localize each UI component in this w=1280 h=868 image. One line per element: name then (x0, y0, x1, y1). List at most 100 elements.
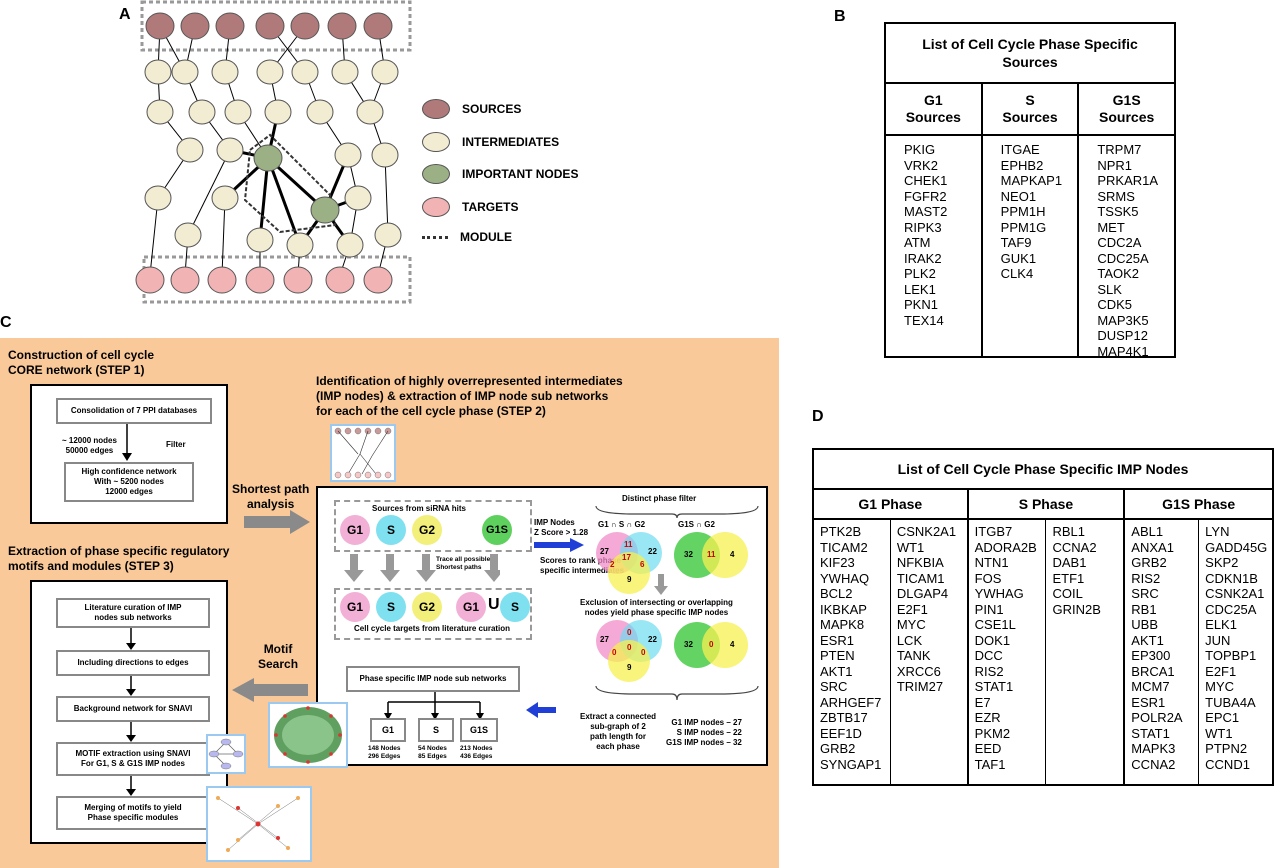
gene-name: VRK2 (904, 157, 938, 173)
motif-thumbnail (206, 734, 246, 774)
venn1-g2-circle (608, 552, 650, 594)
gene-name: PKM2 (974, 725, 1011, 741)
gene-name: DLGAP4 (896, 586, 949, 601)
venn1-num: 22 (648, 547, 657, 556)
gene-name: ITGAE (1000, 142, 1040, 157)
gene-name: TEX14 (904, 312, 944, 328)
venn3-g2-circle (608, 640, 650, 682)
venn2-num: 4 (730, 550, 735, 559)
subnet-g1s-box: G1S (460, 718, 498, 742)
gene-name: CDK5 (1097, 297, 1133, 312)
step1-arrow-icon (122, 424, 132, 461)
module-outline (243, 133, 337, 234)
gene-name: EEF1D (820, 725, 862, 741)
gene-name: SYNGAP1 (820, 756, 882, 772)
gene-name: TANK (896, 648, 931, 663)
gene-name: GRB2 (820, 741, 856, 756)
intermediates-swatch-icon (422, 132, 450, 152)
gene-name: IKBKAP (820, 601, 867, 617)
venn2-title: G1S ∩ G2 (678, 520, 715, 529)
gene-name: E2F1 (896, 601, 928, 617)
sources-table-header: G1 Sources S Sources G1S Sources (886, 84, 1174, 136)
header-s-phase: S Phase (966, 490, 1124, 518)
step3-box-motif: MOTIF extraction using SNAVI For G1, S &… (56, 742, 210, 776)
gene-name: IRAK2 (904, 250, 942, 266)
module-thumbnail (206, 786, 312, 862)
legend-label: IMPORTANT NODES (462, 167, 579, 181)
imp-nodes-arrow-icon (534, 538, 584, 552)
subnet-s-stats: 54 Nodes 85 Edges (418, 745, 447, 760)
gene-name: STAT1 (974, 679, 1014, 694)
venn1-title: G1 ∩ S ∩ G2 (598, 520, 646, 529)
header-g1-phase: G1 Phase (858, 496, 923, 512)
gene-name: WT1 (896, 539, 925, 555)
exclusion-arrow-icon (654, 574, 668, 595)
gene-name: POLR2A (1131, 710, 1183, 725)
legend-sources: SOURCES (422, 99, 521, 119)
source-circle-s: S (376, 515, 406, 545)
gene-name: TRIM27 (896, 679, 944, 694)
header-s-sources: S Sources (980, 84, 1078, 134)
gene-name: RB1 (1131, 601, 1157, 617)
motif-search-label: Motif Search (258, 642, 299, 671)
sources-table: List of Cell Cycle Phase Specific Source… (884, 22, 1176, 359)
gene-name: BRCA1 (1131, 663, 1175, 679)
panel-d-label: D (812, 408, 824, 425)
gene-name: TICAM2 (820, 539, 868, 555)
header-g1-sources: G1 Sources (905, 92, 961, 125)
subnet-title-box: Phase specific IMP node sub networks (346, 666, 520, 692)
gene-name: SKP2 (1205, 555, 1239, 570)
gene-name: ELK1 (1205, 617, 1237, 632)
gene-name: TSSK5 (1097, 204, 1139, 219)
venn3-num: 22 (648, 635, 657, 644)
gene-name: CHEK1 (904, 173, 948, 188)
legend-label: INTERMEDIATES (462, 135, 560, 149)
step2-title: Identification of highly overrepresented… (316, 374, 623, 418)
gene-name: ITGB7 (974, 524, 1013, 539)
gene-name: NPR1 (1097, 157, 1133, 173)
venn3-num: 9 (627, 663, 632, 672)
step1-node-counts: ~ 12000 nodes 50000 edges (62, 436, 117, 455)
extract-arrow-icon (526, 702, 556, 718)
legend-label: TARGETS (462, 200, 519, 214)
venn1-num: 9 (627, 575, 632, 584)
step1-high-confidence-box: High confidence network With ~ 5200 node… (64, 462, 194, 502)
gene-name: PIN1 (974, 601, 1004, 617)
venn4-g2-circle (702, 622, 748, 668)
gene-name: GRB2 (1131, 555, 1167, 570)
subnet-g1-box: G1 (370, 718, 406, 742)
gene-name: CDC25A (1205, 601, 1257, 617)
distinct-filter-brace (595, 505, 759, 519)
extract-label: Extract a connected sub-graph of 2 path … (580, 712, 657, 751)
imp-nodes-table-header: G1 Phase S Phase G1S Phase (814, 490, 1272, 520)
source-circle-g1s: G1S (482, 515, 512, 545)
union-symbol: U (488, 596, 500, 613)
gene-name: STAT1 (1131, 725, 1170, 741)
gene-name: FGFR2 (904, 188, 947, 204)
gene-name: BCL2 (820, 586, 853, 601)
venn4-num: 32 (684, 640, 693, 649)
gene-name: GUK1 (1000, 250, 1037, 266)
gene-name: EPC1 (1205, 710, 1240, 725)
gene-name: MYC (1205, 679, 1235, 694)
gene-name: NEO1 (1000, 188, 1037, 204)
gene-name: CCNA2 (1131, 756, 1176, 772)
network-thumbnail (330, 424, 396, 482)
gene-name: E2F1 (1205, 663, 1237, 679)
target-circle-s-union: S (500, 592, 530, 622)
sources-swatch-icon (422, 99, 450, 119)
gene-name: PPM1G (1000, 219, 1047, 235)
target-circle-g1: G1 (340, 592, 370, 622)
gene-name: CSE1L (974, 617, 1016, 632)
gene-name: EP300 (1131, 648, 1171, 663)
gene-name: MAPK3 (1131, 741, 1176, 756)
gene-name: MYC (896, 617, 926, 632)
gene-name: PLK2 (904, 266, 936, 281)
motif-search-arrow-icon (232, 678, 308, 702)
imp-nodes-label: IMP Nodes Z Score > 1.28 (534, 518, 589, 537)
